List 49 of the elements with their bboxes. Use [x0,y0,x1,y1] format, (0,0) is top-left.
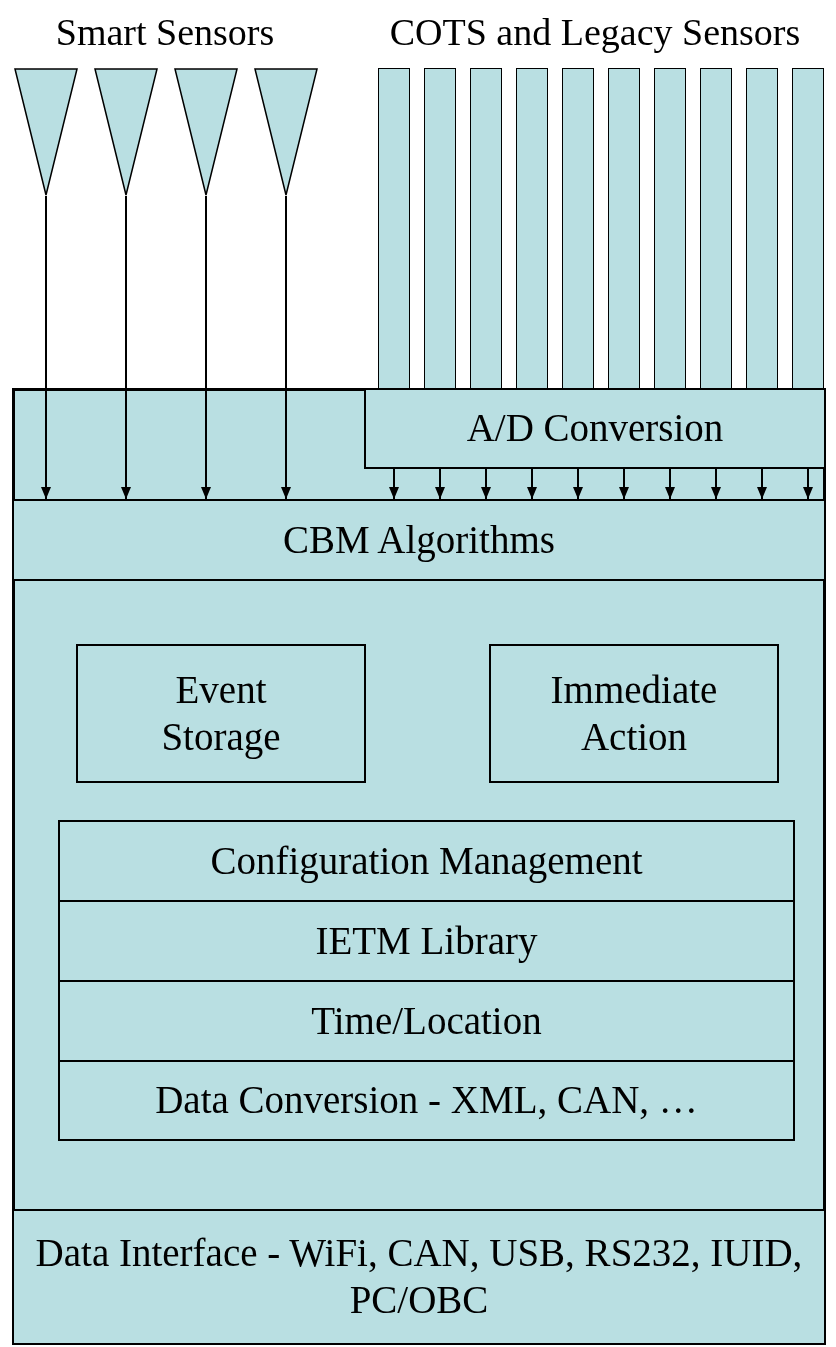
sensor-triangle [174,68,238,196]
arrow [435,468,445,500]
group-heading: Smart Sensors [55,11,275,53]
arrow [665,468,675,500]
arrow [803,468,813,500]
module-label: Data Interface - WiFi, CAN, USB, RS232, IUID, PC/OBC [34,1230,804,1323]
arrow [201,195,211,500]
device-box [12,388,826,1345]
arrow [711,468,721,500]
sensor-bar [516,68,548,389]
sensor-bar [470,68,502,389]
arrow [619,468,629,500]
sensor-triangle [94,68,158,196]
arrow [281,195,291,500]
sensor-bar [746,68,778,389]
module-label: Immediate Action [549,666,719,760]
stack-row [58,820,795,902]
stack-row [58,1060,795,1141]
sensor-bar [700,68,732,389]
sensor-bar [562,68,594,389]
module-label: Time/Location [311,997,542,1044]
sensor-bar [424,68,456,389]
group-heading: COTS and Legacy Sensors [389,11,801,53]
module-label: CBM Algorithms [283,516,555,564]
sensor-bar [378,68,410,389]
arrow [389,468,399,500]
arrow [481,468,491,500]
arrow [41,195,51,500]
module-label: Event Storage [160,666,282,761]
module-label: A/D Conversion [466,405,724,452]
module-box [12,1209,826,1345]
arrow [121,195,131,500]
module-box [76,644,366,783]
sensor-bar [654,68,686,389]
arrow [757,468,767,500]
sensor-triangle [254,68,318,196]
module-box [12,499,826,581]
module-label: Data Conversion - XML, CAN, … [155,1077,698,1124]
stack-row [58,980,795,1062]
sensor-bar [792,68,824,389]
module-label: Configuration Management [210,837,643,885]
arrow [573,468,583,500]
sensor-bar [608,68,640,389]
module-box [489,644,779,783]
sensor-triangle [14,68,78,196]
arrow [527,468,537,500]
stack-row [58,900,795,982]
module-label: IETM Library [315,917,538,965]
module-box [364,388,826,469]
